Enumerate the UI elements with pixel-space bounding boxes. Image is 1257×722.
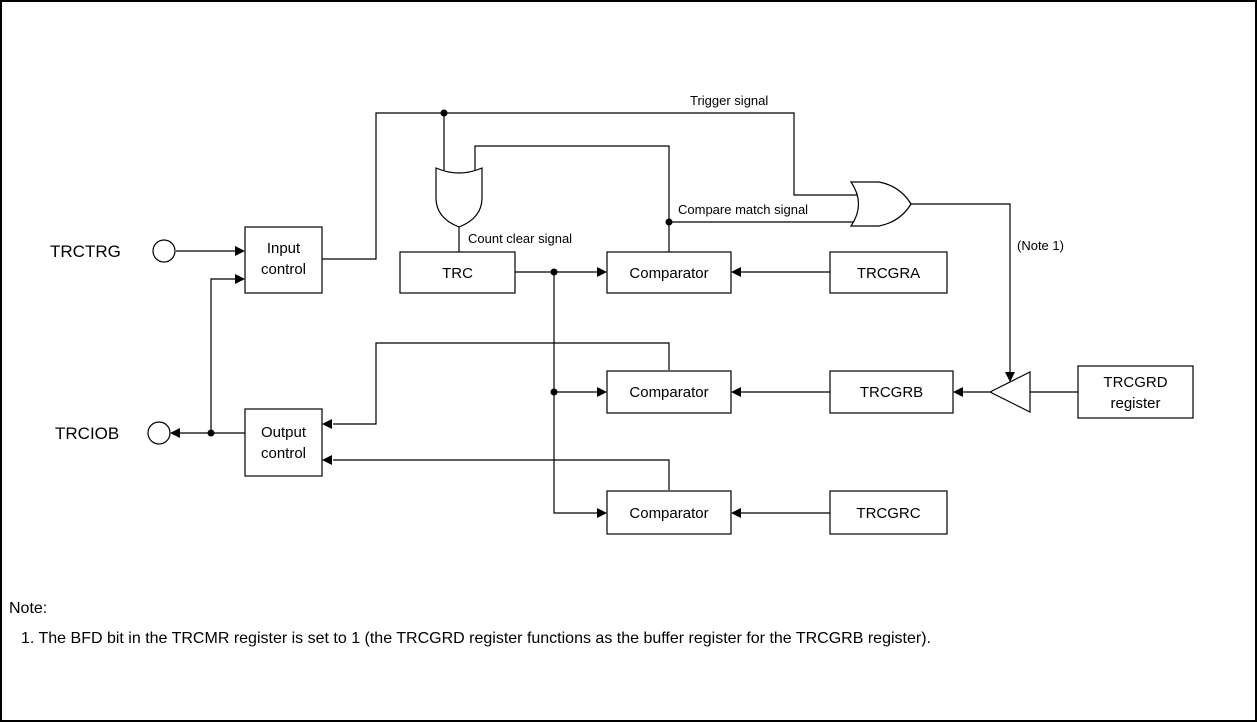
trc-counter-label: TRC: [442, 265, 473, 282]
comparator-c-label: Comparator: [629, 505, 708, 522]
comparator-a-block: [606, 251, 732, 294]
input-control-block: [244, 226, 323, 294]
comparator-b-block: [606, 370, 732, 414]
buffer-icon: [988, 371, 1031, 413]
trcgra-register-block: [829, 251, 948, 294]
count-clear-or-gate-icon: [435, 167, 483, 228]
comparator-c-block: [606, 490, 732, 535]
input-control-label-line2: control: [261, 261, 306, 278]
note-item-1: 1. The BFD bit in the TRCMR register is …: [21, 630, 931, 647]
compare-match-signal-label: Compare match signal: [678, 202, 808, 217]
trcgrd-register-label-line1: TRCGRD: [1103, 374, 1167, 391]
trcgrb-register-label: TRCGRB: [860, 384, 923, 401]
junction-dots: [207, 109, 673, 437]
trciob-pin-icon: [147, 421, 171, 445]
count-clear-signal-label: Count clear signal: [468, 231, 572, 246]
note-heading: Note:: [9, 600, 47, 617]
comparator-a-label: Comparator: [629, 265, 708, 282]
trctrg-pin-label: TRCTRG: [50, 242, 121, 261]
trctrg-pin-icon: [152, 239, 176, 263]
trc-counter-block: [399, 251, 516, 294]
output-control-block: [244, 408, 323, 477]
output-control-label-line1: Output: [261, 424, 307, 441]
trcgra-register-label: TRCGRA: [857, 265, 920, 282]
trigger-signal-label: Trigger signal: [690, 93, 768, 108]
trcgrd-register-block: [1077, 365, 1194, 419]
trcgrd-register-label-line2: register: [1110, 395, 1160, 412]
trcgrc-register-block: [829, 490, 948, 535]
compare-or-gate-icon: [849, 181, 912, 227]
trciob-pin-label: TRCIOB: [55, 424, 119, 443]
input-control-label-line1: Input: [267, 240, 301, 257]
note-1-reference: (Note 1): [1017, 238, 1064, 253]
output-control-label-line2: control: [261, 445, 306, 462]
trcgrb-register-block: [829, 370, 954, 414]
comparator-b-label: Comparator: [629, 384, 708, 401]
arrowheads: [170, 246, 1015, 518]
trcgrc-register-label: TRCGRC: [856, 505, 920, 522]
